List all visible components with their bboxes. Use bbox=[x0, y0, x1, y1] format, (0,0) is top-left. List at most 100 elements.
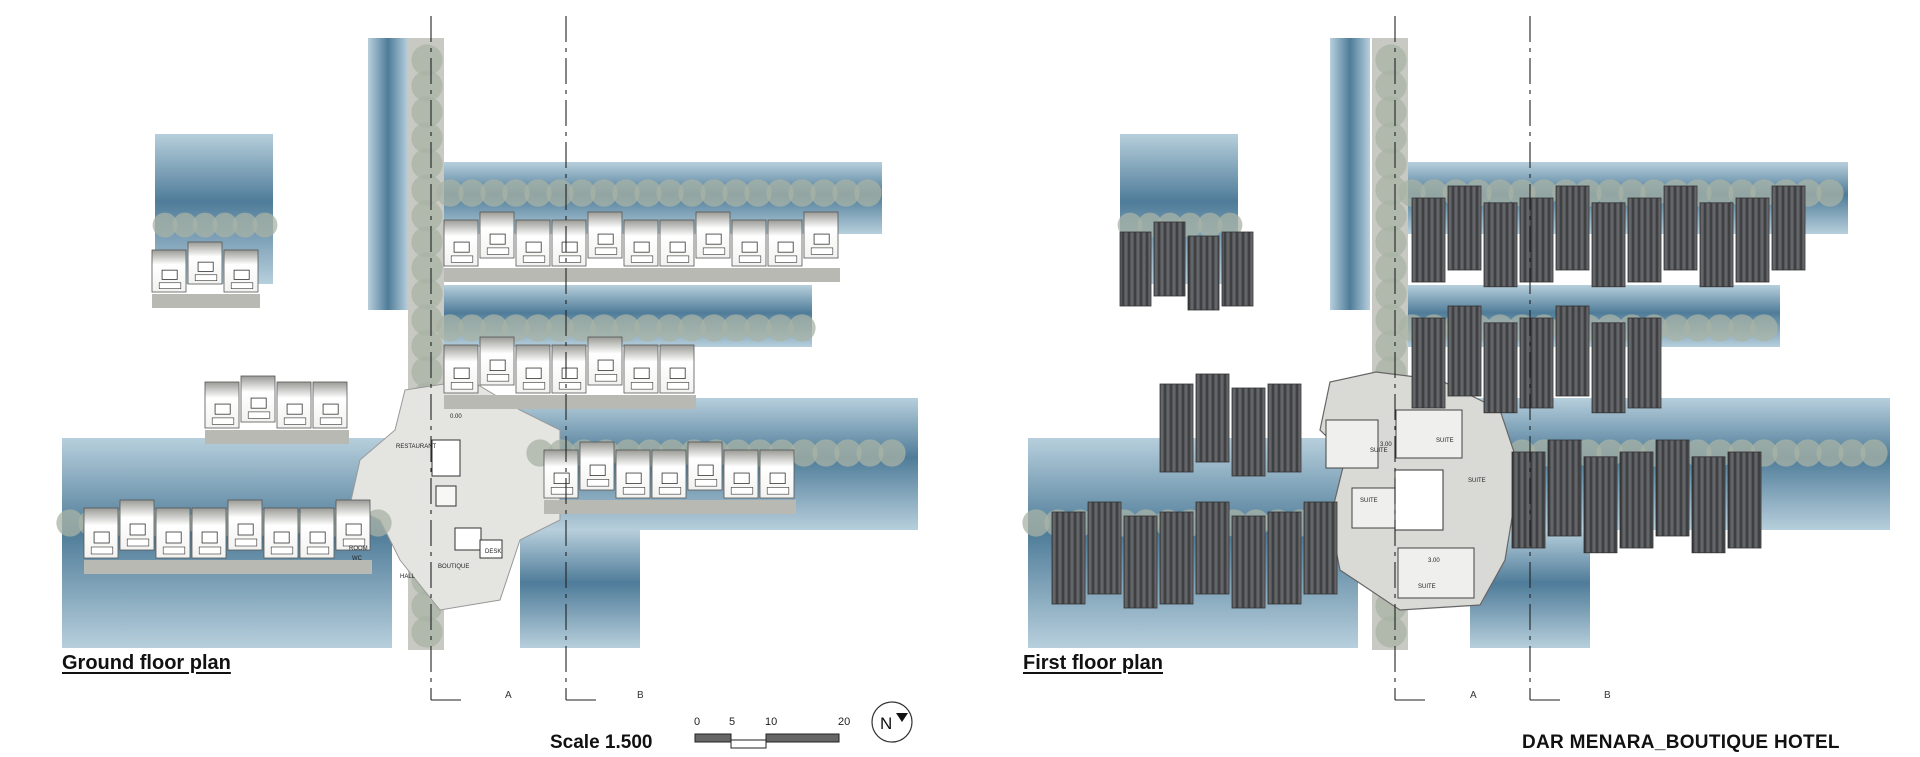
roof-pergola bbox=[1727, 451, 1762, 549]
tree-canopy bbox=[790, 439, 818, 467]
bathroom bbox=[230, 282, 254, 289]
bathroom bbox=[522, 255, 546, 263]
bed bbox=[633, 241, 650, 253]
roof-pergola bbox=[1483, 322, 1518, 414]
scale-tick-0: 0 bbox=[694, 716, 701, 728]
roof-pergola bbox=[1519, 197, 1554, 283]
bed bbox=[93, 531, 110, 544]
tree-canopy bbox=[700, 179, 728, 207]
water-basin bbox=[1330, 38, 1370, 310]
tree-canopy bbox=[1750, 314, 1778, 342]
bathroom bbox=[198, 546, 222, 555]
scale-tick-20: 20 bbox=[838, 716, 851, 728]
roof-pergola bbox=[1735, 197, 1770, 283]
bathroom bbox=[622, 487, 646, 495]
tree-canopy bbox=[411, 174, 443, 206]
tree-canopy bbox=[1706, 314, 1734, 342]
tree-canopy bbox=[1706, 179, 1734, 207]
tree-canopy bbox=[1816, 179, 1844, 207]
tree-canopy bbox=[1772, 439, 1800, 467]
tree-canopy bbox=[524, 314, 552, 342]
tree-canopy bbox=[568, 179, 596, 207]
tree-canopy bbox=[788, 314, 816, 342]
tree-canopy bbox=[411, 356, 443, 388]
bed bbox=[669, 241, 686, 253]
bed bbox=[286, 403, 303, 415]
suite-label-4: SUITE bbox=[1468, 478, 1486, 484]
north-arrow-icon bbox=[896, 713, 908, 722]
bathroom bbox=[319, 417, 343, 425]
bed bbox=[561, 241, 578, 253]
tree-canopy bbox=[878, 439, 906, 467]
bed bbox=[453, 241, 470, 253]
roof-pergola bbox=[1547, 439, 1582, 537]
level-label: 0.00 bbox=[450, 414, 462, 420]
tree-canopy bbox=[1217, 212, 1243, 238]
bathroom bbox=[342, 538, 366, 547]
bathroom bbox=[738, 255, 762, 263]
room-terrace bbox=[152, 294, 260, 308]
level-label-1: 3.00 bbox=[1380, 442, 1392, 448]
bathroom bbox=[558, 382, 582, 390]
bathroom bbox=[486, 247, 510, 255]
tree-canopy bbox=[212, 212, 238, 238]
bed bbox=[625, 472, 642, 485]
tree-canopy bbox=[546, 314, 574, 342]
bathroom bbox=[90, 546, 114, 555]
bed bbox=[237, 523, 254, 536]
reception-desk bbox=[479, 539, 503, 559]
bathroom bbox=[450, 382, 474, 390]
suite-label-3: SUITE bbox=[1360, 498, 1378, 504]
bed bbox=[769, 472, 786, 485]
tree-canopy bbox=[1375, 226, 1407, 258]
bed bbox=[165, 531, 182, 544]
roof-pergola bbox=[1771, 185, 1806, 271]
tree-canopy bbox=[1860, 439, 1888, 467]
room-terrace bbox=[444, 395, 696, 409]
roof-pergola bbox=[1159, 383, 1194, 473]
boutique-label: BOUTIQUE bbox=[438, 564, 469, 570]
roof-pergola bbox=[1655, 439, 1690, 537]
bed bbox=[525, 241, 542, 253]
bed bbox=[345, 523, 362, 536]
bathroom bbox=[486, 374, 510, 382]
tree-canopy bbox=[56, 509, 84, 537]
tree-canopy bbox=[480, 314, 508, 342]
tree-canopy bbox=[1794, 439, 1822, 467]
suite-label-2: SUITE bbox=[1370, 448, 1388, 454]
tree-canopy bbox=[634, 314, 662, 342]
tree-canopy bbox=[766, 314, 794, 342]
tree-canopy bbox=[502, 314, 530, 342]
scale-tick-5: 5 bbox=[729, 716, 736, 728]
tree-canopy bbox=[722, 314, 750, 342]
level-label-2: 3.00 bbox=[1428, 558, 1440, 564]
scale-bar-seg bbox=[730, 739, 767, 749]
tree-canopy bbox=[788, 179, 816, 207]
tree-canopy bbox=[834, 439, 862, 467]
bed bbox=[197, 261, 214, 272]
bed bbox=[250, 397, 267, 409]
bathroom bbox=[306, 546, 330, 555]
bathroom bbox=[594, 247, 618, 255]
tree-canopy bbox=[411, 44, 443, 76]
tree-canopy bbox=[612, 179, 640, 207]
bed bbox=[733, 472, 750, 485]
first-section-a: A bbox=[1470, 690, 1477, 701]
tree-canopy bbox=[1838, 439, 1866, 467]
roof-pergola bbox=[1699, 202, 1734, 288]
roof-pergola bbox=[1555, 185, 1590, 271]
tree-canopy bbox=[678, 314, 706, 342]
tree-canopy bbox=[678, 179, 706, 207]
roof-pergola bbox=[1119, 231, 1152, 307]
tree-canopy bbox=[1684, 314, 1712, 342]
ground-section-b: B bbox=[637, 690, 644, 701]
tree-canopy bbox=[411, 252, 443, 284]
bathroom bbox=[658, 487, 682, 495]
bed bbox=[129, 523, 146, 536]
bathroom bbox=[694, 479, 718, 487]
bed bbox=[813, 233, 830, 245]
scale-bar-seg bbox=[765, 733, 840, 743]
tree-canopy bbox=[810, 179, 838, 207]
